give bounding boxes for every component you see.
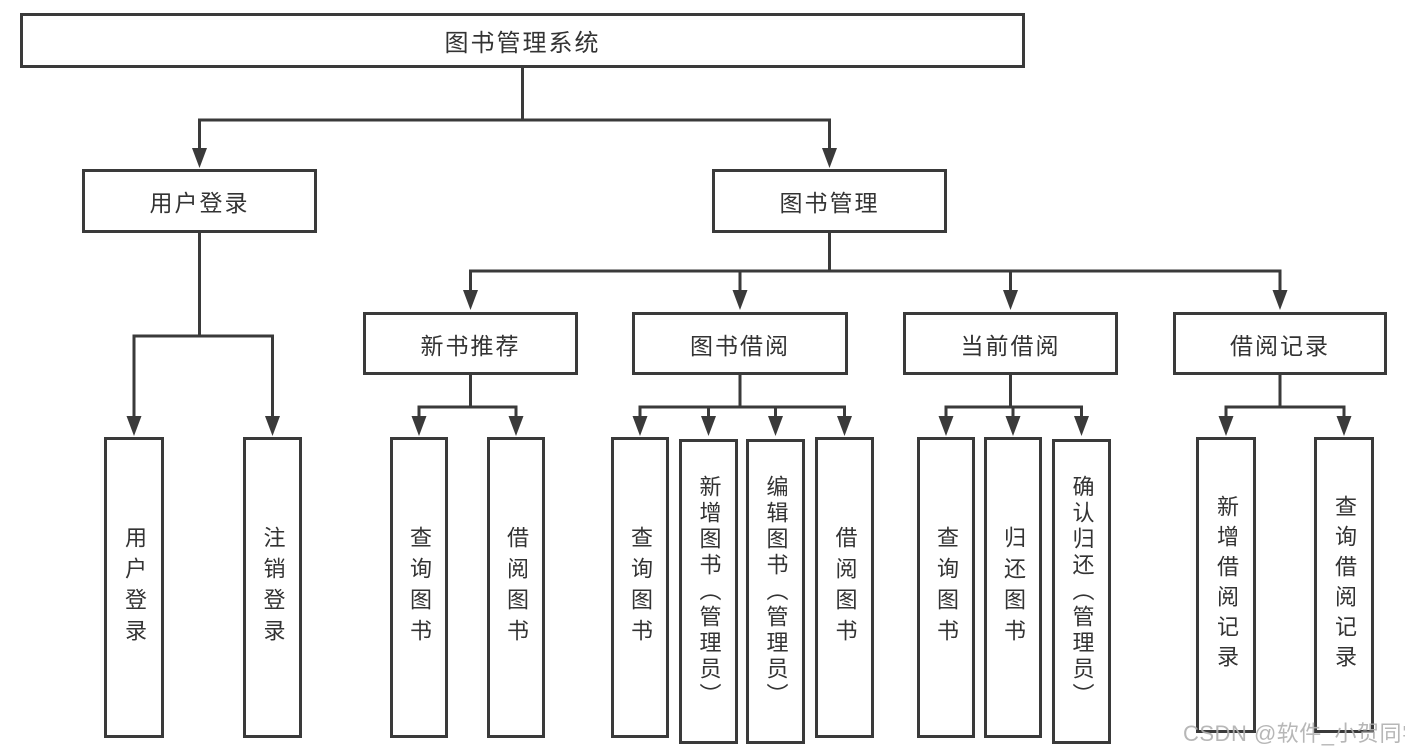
leaf-add-book-admin: 新增图书（管理员） <box>679 439 738 744</box>
node-book-borrow-label: 图书借阅 <box>690 332 790 359</box>
connector-userlogin-split <box>132 334 274 418</box>
leaf-user-login-label: 用户登录 <box>122 525 147 650</box>
leaf-borrow-books-1-label: 借阅图书 <box>504 525 529 650</box>
node-new-book-recommend: 新书推荐 <box>363 312 578 375</box>
node-book-management: 图书管理 <box>712 169 947 233</box>
leaf-confirm-return-admin-label: 确认归还（管理员） <box>1069 474 1095 709</box>
leaf-logout: 注销登录 <box>243 437 302 738</box>
leaf-edit-book-admin: 编辑图书（管理员） <box>746 439 805 744</box>
leaf-query-books-2-label: 查询图书 <box>628 525 653 650</box>
connector-root-split <box>198 118 831 150</box>
node-book-borrow: 图书借阅 <box>632 312 848 375</box>
node-library-system-label: 图书管理系统 <box>444 30 601 57</box>
leaf-query-books-1-label: 查询图书 <box>407 525 432 650</box>
leaf-add-book-admin-label: 新增图书（管理员） <box>696 474 722 709</box>
node-new-book-recommend-label: 新书推荐 <box>420 332 521 359</box>
leaf-user-login: 用户登录 <box>104 437 164 738</box>
leaf-query-books-1: 查询图书 <box>390 437 448 738</box>
leaf-edit-book-admin-label: 编辑图书（管理员） <box>763 474 789 709</box>
arrowheads <box>126 148 1352 436</box>
node-current-borrow-label: 当前借阅 <box>960 332 1061 359</box>
node-library-system: 图书管理系统 <box>20 13 1025 68</box>
leaf-borrow-books-1: 借阅图书 <box>487 437 545 738</box>
connector-bookborrow-split <box>638 405 846 418</box>
leaf-add-borrow-record-label: 新增借阅记录 <box>1214 495 1239 675</box>
leaf-return-books: 归还图书 <box>984 437 1042 738</box>
connector-records-split <box>1224 405 1346 418</box>
leaf-confirm-return-admin: 确认归还（管理员） <box>1052 439 1111 744</box>
csdn-watermark: CSDN @软件_小贺同学 <box>1183 721 1405 746</box>
leaf-query-books-3: 查询图书 <box>917 437 975 738</box>
leaf-add-borrow-record: 新增借阅记录 <box>1196 437 1256 733</box>
leaf-query-books-2: 查询图书 <box>611 437 669 738</box>
node-user-login: 用户登录 <box>82 169 317 233</box>
node-borrow-records-label: 借阅记录 <box>1230 332 1330 359</box>
connector-newbook-split <box>417 405 518 418</box>
leaf-query-borrow-record: 查询借阅记录 <box>1314 437 1374 733</box>
connector-bookmgmt-split <box>469 269 1282 292</box>
leaf-query-books-3-label: 查询图书 <box>934 525 959 650</box>
node-borrow-records: 借阅记录 <box>1173 312 1387 375</box>
node-current-borrow: 当前借阅 <box>903 312 1118 375</box>
leaf-logout-label: 注销登录 <box>260 525 286 650</box>
node-book-management-label: 图书管理 <box>779 190 880 216</box>
leaf-return-books-label: 归还图书 <box>1001 525 1026 650</box>
leaf-borrow-books-2-label: 借阅图书 <box>832 525 858 650</box>
node-user-login-label: 用户登录 <box>149 190 250 216</box>
leaf-query-borrow-record-label: 查询借阅记录 <box>1332 495 1357 675</box>
leaf-borrow-books-2: 借阅图书 <box>815 437 874 738</box>
